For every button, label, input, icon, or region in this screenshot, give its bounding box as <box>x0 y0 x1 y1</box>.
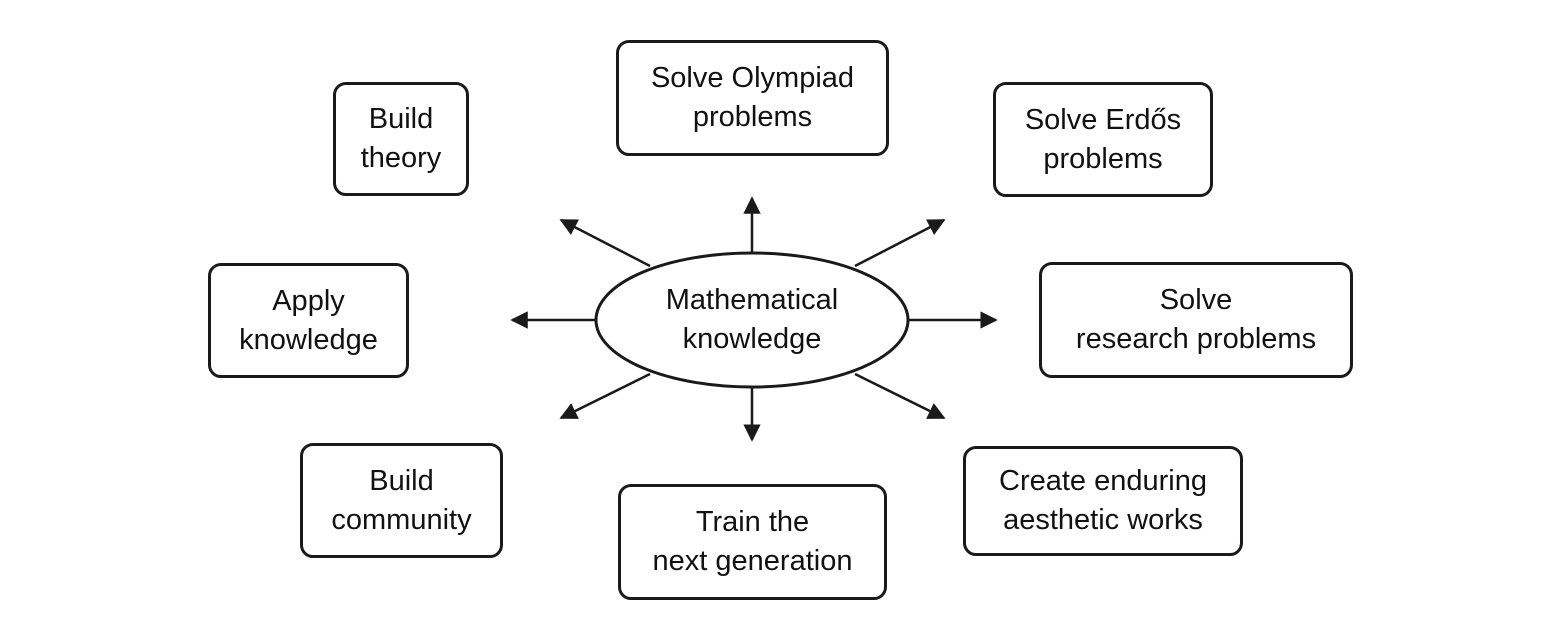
node-label-line2: community <box>331 503 472 536</box>
center-label-line2: knowledge <box>682 323 822 355</box>
node-label-line1: Build <box>368 103 434 135</box>
node-apply-knowledge: Apply knowledge <box>208 263 409 378</box>
arrow-to-build-theory <box>559 218 651 268</box>
node-label-line2: next generation <box>652 545 853 577</box>
node-label-line2: knowledge <box>239 323 378 356</box>
node-solve-olympiad-problems: Solve Olympiad problems <box>616 40 889 156</box>
node-create-enduring-aesthetic-works: Create enduring aesthetic works <box>963 446 1243 556</box>
center-node-mathematical-knowledge: Mathematical knowledge <box>596 252 908 388</box>
node-label-line2: theory <box>360 142 442 174</box>
node-label-line1: Build <box>369 464 434 497</box>
arrow-to-aesthetic-works <box>854 372 946 420</box>
node-build-community: Build community <box>300 443 503 558</box>
node-label-line1: Train the <box>695 506 810 538</box>
node-build-theory: Build theory <box>333 82 469 196</box>
node-label-line1: Apply <box>272 284 345 317</box>
node-label-line2: research problems <box>1075 323 1317 355</box>
node-label-line1: Solve Olympiad <box>650 62 855 94</box>
node-label-line1: Solve Erdős <box>1024 103 1182 136</box>
node-label-line2: aesthetic works <box>1003 504 1203 536</box>
node-label-line2: problems <box>1043 142 1163 175</box>
center-label-line1: Mathematical <box>665 284 839 316</box>
arrow-to-build-community <box>559 372 651 420</box>
node-solve-erdos-problems: Solve Erdős problems <box>993 82 1213 197</box>
node-label-line2: problems <box>692 101 813 133</box>
node-label-line1: Create enduring <box>999 465 1207 497</box>
node-solve-research-problems: Solve research problems <box>1039 262 1353 378</box>
node-label-line1: Solve <box>1159 284 1233 316</box>
arrow-to-erdos <box>854 218 946 268</box>
node-train-next-generation: Train the next generation <box>618 484 887 600</box>
